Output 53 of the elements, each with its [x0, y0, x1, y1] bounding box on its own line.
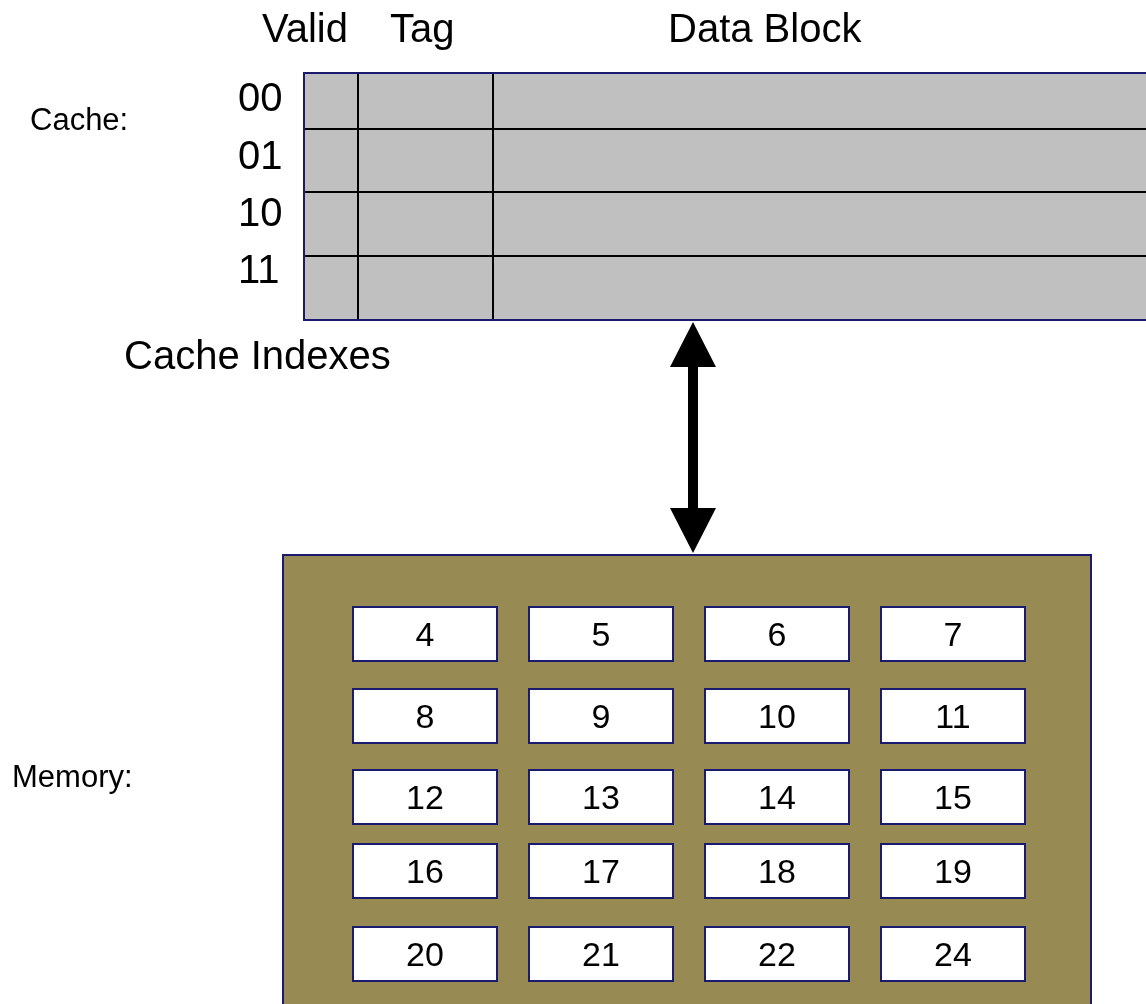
block-number: 15: [934, 780, 972, 814]
block-number: 18: [758, 854, 796, 888]
block-number: 8: [415, 699, 435, 733]
memory-block: [352, 926, 498, 982]
memory-block: [704, 926, 850, 982]
label-text: 10: [238, 192, 283, 232]
memory-block: [528, 926, 674, 982]
memory-block: [352, 843, 498, 899]
memory-block: [880, 769, 1026, 825]
block-number: 20: [406, 937, 444, 971]
memory-panel: [282, 554, 1092, 1004]
cache-table: [303, 72, 1146, 321]
label-text: Cache Indexes: [124, 335, 391, 375]
block-number: 10: [758, 699, 796, 733]
label-text: Cache:: [30, 104, 129, 135]
memory-block: [880, 843, 1026, 899]
memory-block: [352, 688, 498, 744]
block-number: 13: [582, 780, 620, 814]
block-number: 4: [415, 617, 435, 651]
memory-block: [528, 843, 674, 899]
label-text: 00: [238, 77, 283, 117]
block-number: 9: [591, 699, 611, 733]
memory-block: [528, 688, 674, 744]
memory-block: [704, 769, 850, 825]
block-number: 22: [758, 937, 796, 971]
label-text: Data Block: [668, 8, 862, 48]
block-number: 14: [758, 780, 796, 814]
memory-block: [704, 843, 850, 899]
memory-block: [704, 688, 850, 744]
block-number: 16: [406, 854, 444, 888]
label-text: Valid: [262, 8, 348, 48]
memory-block: [704, 606, 850, 662]
block-number: 24: [934, 937, 972, 971]
memory-block: [352, 606, 498, 662]
memory-block: [528, 606, 674, 662]
block-number: 19: [934, 854, 972, 888]
memory-block: [352, 769, 498, 825]
block-number: 7: [943, 617, 963, 651]
memory-block: [880, 688, 1026, 744]
block-number: 5: [591, 617, 611, 651]
block-number: 11: [935, 699, 971, 733]
memory-block: [880, 926, 1026, 982]
block-number: 17: [582, 854, 620, 888]
memory-block: [880, 606, 1026, 662]
block-number: 12: [406, 780, 444, 814]
label-text: 11: [238, 249, 280, 289]
block-number: 6: [767, 617, 787, 651]
label-text: Memory:: [12, 761, 133, 792]
block-number: 21: [582, 937, 620, 971]
double-arrow: [670, 322, 716, 553]
memory-block: [528, 769, 674, 825]
label-text: 01: [238, 135, 283, 175]
label-text: Tag: [390, 8, 455, 48]
